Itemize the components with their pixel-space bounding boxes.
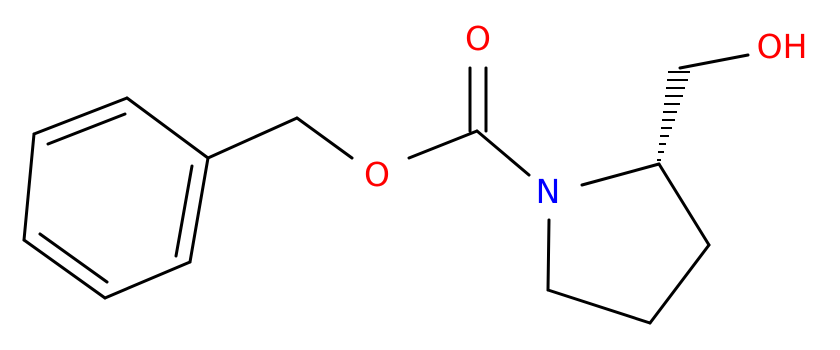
ring-bond [648, 243, 711, 325]
hydroxyl-label: OH [757, 27, 808, 66]
benzene-double-bond [38, 232, 109, 284]
benzene-bond [22, 132, 36, 242]
carbonyl-nitrogen-bond [475, 129, 531, 177]
benzene-bond [125, 96, 210, 160]
ch2-oxygen-bond [295, 116, 354, 160]
ring-bond [580, 162, 661, 187]
nitrogen-label: N [536, 172, 561, 211]
oxygen-carbonyl-bond [407, 129, 479, 160]
ring-bond [546, 288, 652, 325]
benzene-bond [22, 238, 107, 300]
benzyl-bond [206, 116, 299, 160]
ch2-hydroxyl-bond [678, 53, 750, 70]
benzene-ring [22, 96, 210, 300]
benzene-bond [32, 96, 129, 136]
ester-oxygen-label: O [364, 155, 390, 194]
benzene-double-bond [46, 112, 127, 146]
pyrrolidine-ring [546, 162, 711, 325]
hashed-wedge-bond [657, 71, 690, 161]
benzene-bond [103, 260, 192, 300]
ring-bond [546, 218, 551, 292]
ring-bond [657, 162, 711, 247]
carbonyl-oxygen-label: O [465, 19, 491, 58]
benzene-bond [188, 156, 210, 264]
benzene-double-bond [174, 164, 194, 258]
